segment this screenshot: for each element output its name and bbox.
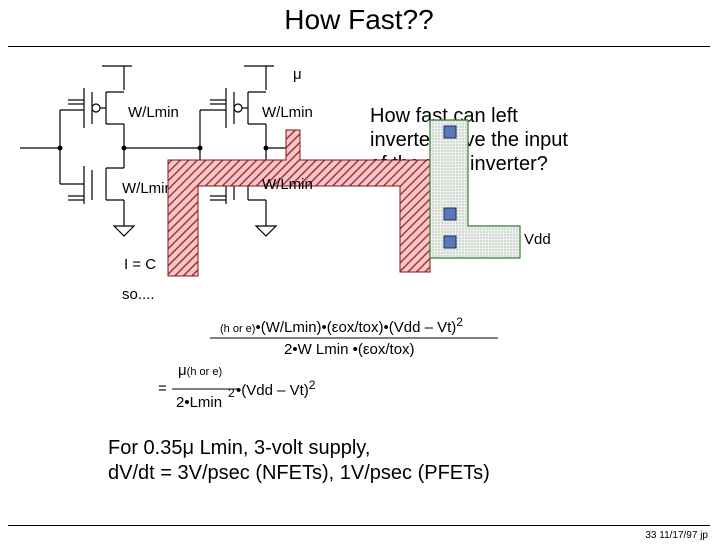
left-nfet-wl-label: W/Lmin bbox=[122, 180, 168, 197]
footer-divider bbox=[8, 525, 710, 526]
equation-1-denominator: 2•W Lmin •(εox/tox) bbox=[284, 341, 415, 358]
eq2-mu: μ bbox=[178, 362, 187, 379]
left-pfet-wl-label: W/Lmin bbox=[128, 104, 179, 121]
summary-text: For 0.35μ Lmin, 3-volt supply, dV/dt = 3… bbox=[108, 436, 490, 486]
right-inverter bbox=[199, 65, 300, 237]
eq2-numerator: μ(h or e) bbox=[178, 362, 222, 379]
contact-square-3 bbox=[443, 235, 457, 249]
right-input-node-dot bbox=[197, 145, 203, 151]
eq2-tail: •(Vdd – Vt)2 bbox=[236, 378, 315, 399]
eq2-tail-text: •(Vdd – Vt) bbox=[236, 382, 309, 399]
input-node-dot bbox=[57, 145, 63, 151]
slide-title: How Fast?? bbox=[284, 4, 434, 35]
mu-label: μ bbox=[293, 66, 302, 83]
summary-line-1: For 0.35μ Lmin, 3-volt supply, bbox=[108, 437, 371, 459]
current-equation: I = C bbox=[124, 256, 157, 273]
so-text: so.... bbox=[122, 286, 155, 303]
capacitor-plate-overlay bbox=[429, 119, 521, 259]
right-output-node-dot bbox=[263, 145, 269, 151]
eq2-exponent-b: 2 bbox=[308, 378, 316, 392]
contact-square-1 bbox=[443, 125, 457, 139]
eq2-denominator: 2•Lmin bbox=[176, 394, 223, 411]
footer-page-info: 33 11/17/97 jp bbox=[645, 530, 708, 541]
left-output-node-dot bbox=[121, 145, 127, 151]
eq1-numerator-text: •(W/Lmin)•(εox/tox)•(Vdd – Vt) bbox=[255, 319, 457, 336]
right-nfet-wl-label: W/Lmin bbox=[262, 176, 313, 193]
summary-line-2: dV/dt = 3V/psec (NFETs), 1V/psec (PFETs) bbox=[108, 462, 490, 484]
equation-1-numerator: (h or e)•(W/Lmin)•(εox/tox)•(Vdd – Vt)2 bbox=[220, 315, 463, 336]
eq1-prefix: (h or e) bbox=[220, 323, 256, 335]
left-inverter bbox=[20, 65, 200, 237]
eq2-exponent-a: 2 bbox=[228, 386, 235, 400]
eq1-exponent: 2 bbox=[456, 315, 463, 329]
vdd-label: Vdd bbox=[524, 231, 551, 248]
gate-capacitance-overlay bbox=[167, 129, 431, 277]
contact-square-2 bbox=[443, 207, 457, 221]
eq2-equals: = bbox=[158, 380, 167, 397]
eq2-subscript: (h or e) bbox=[186, 366, 223, 378]
title-divider bbox=[8, 46, 710, 47]
right-pfet-wl-label: W/Lmin bbox=[262, 104, 313, 121]
